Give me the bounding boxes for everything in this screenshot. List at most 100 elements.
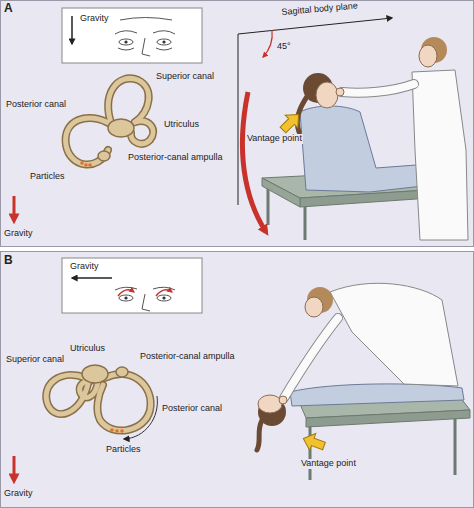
gravity-label: Gravity: [4, 489, 33, 499]
plane-lines-part: [263, 30, 272, 57]
doctor-part: [412, 70, 468, 240]
doctor-part: [284, 318, 338, 398]
exam-table-part: [262, 178, 300, 207]
exam-table-part: [306, 410, 470, 427]
face-inset: [62, 258, 202, 313]
panel-letter: A: [4, 2, 13, 15]
face-inset-part: [156, 290, 172, 296]
plane-lines-part: [238, 18, 392, 34]
face-inset-part: [153, 31, 175, 34]
labyrinth-part: [66, 118, 112, 165]
labyrinth-part: [110, 428, 114, 432]
patient-part: [258, 395, 282, 413]
part-name: Superior canal: [6, 355, 64, 365]
gravity-label: Gravity: [70, 262, 99, 272]
patient-part: [257, 420, 262, 450]
face-inset-part: [115, 31, 137, 34]
face-inset-part: [142, 294, 150, 311]
labyrinth-part: [66, 118, 112, 165]
labyrinth-part: [131, 121, 153, 144]
labyrinth-part: [124, 396, 157, 439]
labyrinth-part: [80, 161, 84, 165]
face-inset-part: [124, 296, 127, 299]
face-inset-part: [157, 39, 171, 45]
face-inset-part: [62, 258, 202, 313]
part-name: Particles: [30, 172, 65, 182]
face-inset: [62, 8, 202, 63]
labyrinth-part: [108, 78, 149, 125]
part-name: Utriculus: [164, 120, 199, 130]
doctor-part: [305, 297, 323, 317]
labyrinth-part: [88, 163, 92, 167]
patient-part: [316, 82, 338, 108]
patient-part: [297, 95, 308, 132]
labyrinth-part: [131, 121, 153, 144]
vantage-arrow: [300, 430, 327, 454]
labyrinth-part: [108, 119, 134, 137]
face-inset-part: [119, 295, 133, 301]
face-inset-part: [72, 277, 112, 279]
face-inset-part: [118, 48, 134, 50]
labyrinth-part: [120, 429, 124, 433]
vantage-arrow-part: [300, 430, 327, 454]
part-name: Posterior canal: [162, 404, 222, 414]
labyrinth-part: [108, 78, 149, 125]
labyrinth-part: [97, 374, 150, 431]
plane-lines-part: [238, 34, 239, 205]
gravity-arrow-part: [13, 196, 16, 220]
doctor-part: [419, 45, 437, 67]
face-inset-part: [119, 39, 133, 45]
panel-letter: B: [4, 254, 13, 267]
face-inset-part: [162, 40, 165, 43]
face-inset-part: [62, 8, 202, 63]
doctor-part: [342, 84, 414, 93]
labyrinth-part: [98, 151, 110, 161]
face-inset-part: [120, 18, 172, 21]
motion-arrow: [242, 92, 266, 232]
part-name: Posterior-canal ampulla: [128, 153, 223, 163]
doctor-part: [284, 318, 338, 398]
part-name: Posterior canal: [6, 100, 66, 110]
part-name: Particles: [106, 445, 141, 455]
gravity-arrow-part: [13, 456, 16, 480]
face-inset-part: [118, 290, 134, 296]
gravity-arrow: [14, 456, 15, 480]
labyrinth-part: [116, 367, 128, 377]
vantage-label: Vantage point: [300, 459, 357, 469]
exam-table: [300, 397, 470, 480]
gravity-arrow: [14, 196, 15, 220]
part-name: Utriculus: [70, 344, 105, 354]
motion-arrow-part: [242, 92, 266, 232]
labyrinth-part: [82, 365, 108, 383]
doctor-part: [336, 88, 344, 96]
vantage-arrow-part: [277, 108, 305, 136]
face-inset-part: [157, 295, 171, 301]
face-inset-part: [142, 38, 150, 56]
doctor-part: [279, 396, 287, 404]
labyrinth-part: [115, 429, 119, 433]
face-inset-part: [71, 16, 73, 44]
gravity-label: Gravity: [4, 229, 33, 239]
panel-ground-part: [1, 252, 474, 508]
panel-ground-part: [1, 1, 474, 247]
vantage-label: Vantage point: [246, 134, 303, 144]
patient-part: [290, 384, 464, 406]
angle-label: 45°: [277, 42, 291, 52]
doctor-part: [330, 283, 458, 386]
doctor: [279, 283, 458, 404]
vantage-arrow: [277, 108, 305, 136]
plane-label: Sagittal body plane: [281, 1, 358, 18]
face-inset-part: [162, 296, 165, 299]
face-inset-part: [156, 48, 172, 50]
gravity-label: Gravity: [80, 14, 109, 24]
doctor: [336, 37, 468, 240]
part-name: Posterior-canal ampulla: [140, 352, 235, 362]
labyrinth-part: [97, 374, 150, 431]
doctor-part: [342, 84, 414, 93]
labyrinth-part: [84, 163, 88, 167]
labyrinth: [46, 365, 157, 439]
part-name: Superior canal: [156, 72, 214, 82]
